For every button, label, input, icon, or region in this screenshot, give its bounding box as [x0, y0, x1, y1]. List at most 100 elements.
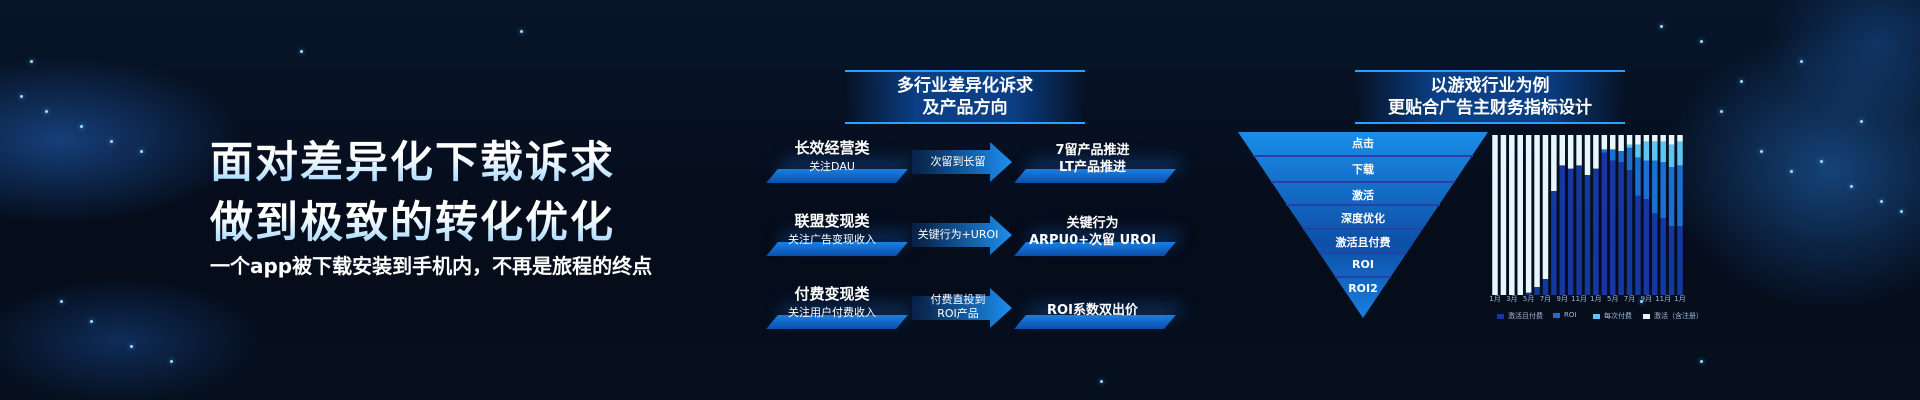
- headline-subtitle: 一个app被下载安装到手机内，不再是旅程的终点: [210, 254, 653, 278]
- particle: [1700, 40, 1703, 43]
- x-tick-label: 5月: [1606, 295, 1619, 303]
- bar-segment: [1517, 135, 1523, 295]
- particle: [1880, 200, 1883, 203]
- bar-segment: [1668, 135, 1675, 145]
- funnel-stage: 深度优化: [1341, 212, 1385, 225]
- funnel-divider: [1253, 155, 1473, 157]
- legend-label: 激活且付费: [1508, 312, 1543, 320]
- funnel-divider: [1286, 204, 1440, 206]
- headline-line2: 做到极致的转化优化: [210, 188, 615, 250]
- legend-swatch: [1553, 312, 1560, 318]
- bar-segment: [1668, 144, 1675, 167]
- funnel-stage: 点击: [1352, 137, 1374, 150]
- bar-segment: [1626, 144, 1633, 148]
- x-tick-label: 1月: [1590, 295, 1602, 303]
- bar-segment: [1626, 135, 1633, 145]
- particle: [300, 50, 303, 53]
- particle: [520, 30, 523, 33]
- bar-segment: [1677, 165, 1683, 227]
- legend-item: 每次付费: [1593, 311, 1632, 321]
- legend-swatch: [1593, 313, 1600, 319]
- funnel-divider: [1334, 276, 1392, 278]
- bar-segment: [1618, 135, 1624, 151]
- row-arrow-label: 次留到长留: [930, 155, 986, 168]
- bar-segment: [1618, 162, 1624, 295]
- bar-segment: [1567, 135, 1574, 169]
- particle: [1860, 120, 1863, 123]
- bar-segment: [1643, 160, 1650, 199]
- legend-label: 每次付费: [1604, 312, 1632, 320]
- bar-segment: [1559, 135, 1566, 166]
- legend-label: ROI: [1564, 311, 1577, 319]
- bar-segment: [1660, 218, 1666, 295]
- bar-segment: [1643, 141, 1650, 161]
- particle: [1850, 185, 1853, 188]
- row-focus: 关注广告变现收入: [788, 233, 876, 246]
- bar-segment: [1534, 287, 1540, 295]
- bar-segment: [1609, 160, 1616, 295]
- bar-segment: [1626, 170, 1633, 295]
- x-tick-label: 11月: [1571, 295, 1588, 303]
- row-arrow-label: 关键行为+UROI: [917, 228, 999, 241]
- bar-segment: [1525, 292, 1532, 295]
- right-title-line2: 更贴合广告主财务指标设计: [1388, 98, 1592, 118]
- x-tick-label: 5月: [1522, 295, 1535, 303]
- bar-segment: [1677, 226, 1683, 295]
- x-tick-label: 11月: [1655, 295, 1672, 303]
- right-title: 以游戏行业为例 更贴合广告主财务指标设计: [1355, 70, 1625, 124]
- middle-title-line2: 及产品方向: [922, 98, 1008, 118]
- legend-item: 激活且付费: [1497, 311, 1543, 321]
- funnel-stage: ROI2: [1348, 282, 1378, 295]
- row-category: 长效经营类: [794, 139, 870, 157]
- x-tick-label: 9月: [1556, 295, 1568, 303]
- particle: [1820, 160, 1823, 163]
- funnel-stage: 激活且付费: [1335, 236, 1391, 249]
- particle: [90, 320, 93, 323]
- bar-segment: [1534, 135, 1540, 287]
- x-tick-label: 9月: [1640, 295, 1653, 303]
- legend-swatch: [1497, 313, 1504, 319]
- row-focus: 关注DAU: [809, 160, 855, 173]
- legend-item: 激活（含注册）: [1643, 311, 1703, 321]
- particle: [45, 110, 48, 113]
- particle: [20, 95, 23, 98]
- x-tick-label: 1月: [1489, 295, 1501, 303]
- bar-segment: [1551, 135, 1557, 191]
- bar-segment: [1635, 157, 1641, 196]
- bar-segment: [1677, 135, 1683, 142]
- row-product-line1: ROI系数双出价: [1047, 303, 1138, 318]
- bar-segment: [1635, 135, 1641, 145]
- particle: [1720, 110, 1723, 113]
- middle-title: 多行业差异化诉求 及产品方向: [845, 70, 1085, 124]
- funnel-stage: 下载: [1352, 163, 1374, 176]
- bar-segment: [1652, 141, 1658, 161]
- bar-segment: [1593, 135, 1599, 169]
- bar-segment: [1660, 135, 1666, 142]
- particle: [1760, 150, 1763, 153]
- bar-segment: [1677, 141, 1683, 166]
- particle: [1100, 380, 1103, 383]
- particle: [140, 150, 143, 153]
- bar-segment: [1542, 279, 1549, 295]
- particle: [1700, 360, 1703, 363]
- x-tick-label: 7月: [1623, 295, 1636, 303]
- bar-segment: [1567, 168, 1574, 295]
- row-focus: 关注用户付费收入: [788, 306, 876, 319]
- row-arrow-label: 付费直投到 ROI产品: [930, 293, 986, 320]
- bar-segment: [1635, 195, 1641, 295]
- bar-segment: [1643, 135, 1650, 142]
- bar-segment: [1593, 168, 1599, 295]
- bar-segment: [1601, 152, 1608, 295]
- legend-swatch: [1643, 313, 1650, 319]
- bar-segment: [1643, 199, 1650, 295]
- bar-segment: [1584, 135, 1591, 175]
- particle: [30, 60, 33, 63]
- bar-segment: [1609, 149, 1616, 161]
- bar-segment: [1609, 135, 1616, 150]
- bar-segment: [1525, 135, 1532, 293]
- middle-title-line1: 多行业差异化诉求: [897, 76, 1033, 96]
- bar-segment: [1601, 135, 1608, 150]
- bar-segment: [1626, 147, 1633, 171]
- bar-segment: [1492, 135, 1498, 295]
